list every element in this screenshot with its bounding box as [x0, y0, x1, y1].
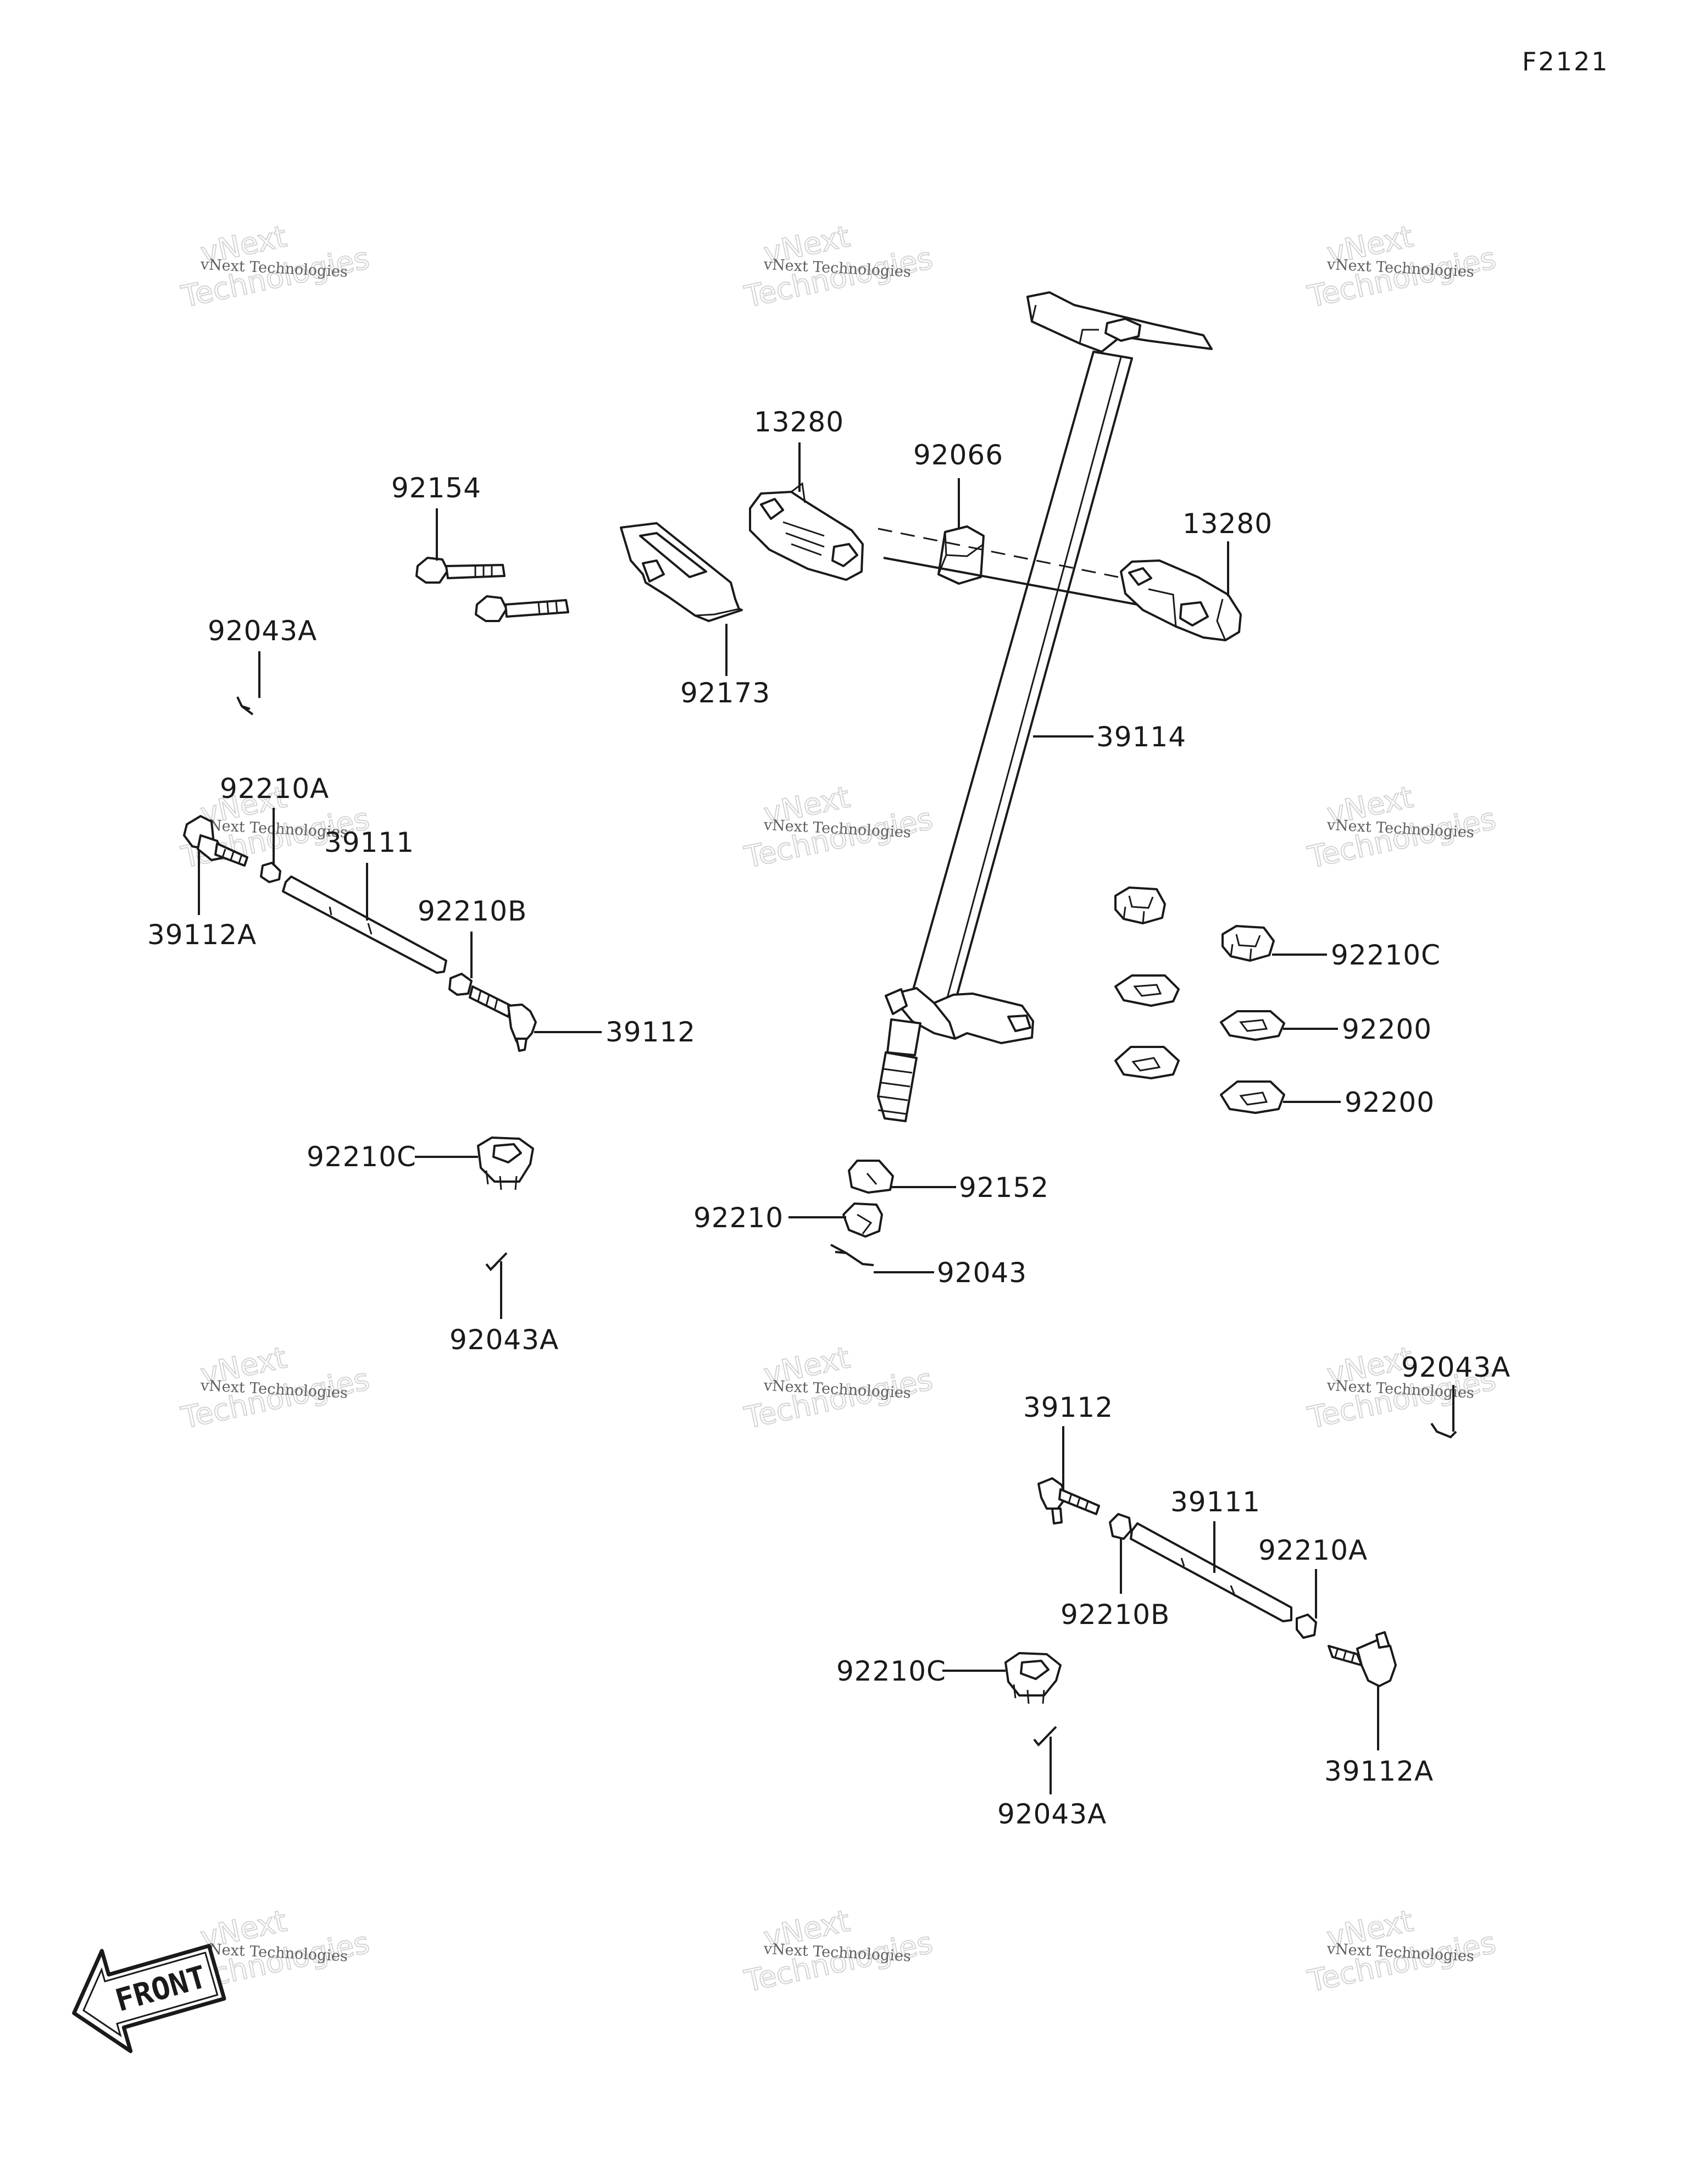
callout-92043a-bottom: 92043A — [997, 1798, 1107, 1830]
tie-rod-end-39112-right[interactable] — [1037, 1477, 1100, 1525]
nut-92210a-right[interactable] — [1296, 1614, 1317, 1639]
cotter-pin-92043a-bottom[interactable] — [1033, 1726, 1057, 1747]
callout-92173: 92173 — [680, 677, 770, 709]
callout-39112a-right: 39112A — [1324, 1755, 1434, 1787]
watermark: Technologies vNext vNext Technologies — [741, 1339, 936, 1435]
castle-nut-92210c-bottom[interactable] — [1004, 1652, 1062, 1704]
tie-rod-end-39112-left[interactable] — [469, 985, 537, 1052]
watermark: Technologies vNext vNext Technologies — [1304, 1903, 1499, 1999]
callout-92210c-left: 92210C — [307, 1141, 417, 1173]
callout-labels: 13280 92066 13280 92154 92043A 92173 391… — [147, 406, 1511, 1830]
callout-92210a-left: 92210A — [220, 773, 329, 805]
callout-92210c-right: 92210C — [1331, 939, 1441, 971]
nut-92210a-left[interactable] — [260, 862, 281, 883]
front-direction-arrow: FRONT — [72, 1944, 226, 2053]
alignment-line — [878, 528, 1119, 578]
callout-39112a-left: 39112A — [147, 919, 257, 951]
tie-rod-39111-right[interactable] — [1130, 1522, 1292, 1622]
bolt-92154-lower[interactable] — [475, 595, 569, 622]
watermark: Technologies vNext vNext Technologies — [741, 779, 936, 875]
castle-nut-92210c-left[interactable] — [477, 1137, 534, 1190]
leader-lines — [198, 442, 1454, 1794]
washer-92200-left-upper[interactable] — [1114, 974, 1180, 1007]
cotter-pin-92043[interactable] — [830, 1244, 874, 1266]
holder-13280-right[interactable] — [1120, 559, 1242, 641]
watermark: Technologies vNext vNext Technologies — [177, 1339, 373, 1435]
callout-92200-lower: 92200 — [1345, 1087, 1435, 1118]
castle-nut-92210c-right[interactable] — [1221, 925, 1275, 962]
bolt-92154-upper[interactable] — [415, 557, 506, 584]
callout-39111-right: 39111 — [1170, 1486, 1261, 1518]
watermark: Technologies vNext vNext Technologies — [1304, 779, 1499, 875]
tie-rod-39111-left[interactable] — [282, 875, 447, 974]
callout-13280-left: 13280 — [754, 406, 844, 438]
washer-92200-lower[interactable] — [1220, 1080, 1285, 1114]
callout-39111-left: 39111 — [324, 827, 414, 858]
callout-39112-left: 39112 — [606, 1016, 696, 1048]
nut-92210b-left[interactable] — [448, 973, 473, 996]
guide-92173[interactable] — [620, 522, 743, 622]
nut-92210[interactable] — [842, 1202, 883, 1238]
callout-92210: 92210 — [693, 1202, 784, 1234]
callout-39114: 39114 — [1096, 721, 1186, 753]
watermark: Technologies vNext vNext Technologies — [741, 1903, 936, 1999]
callout-92210b-right: 92210B — [1060, 1599, 1170, 1631]
figure-id: F2121 — [1522, 47, 1609, 76]
washer-92200-left-lower[interactable] — [1114, 1046, 1180, 1079]
cotter-pin-92043a-mid[interactable] — [485, 1252, 508, 1271]
castle-nut-92210c-upper-left[interactable] — [1114, 886, 1166, 924]
watermark: Technologies vNext vNext Technologies — [177, 218, 373, 314]
callout-92066: 92066 — [913, 439, 1003, 471]
watermark: Technologies vNext vNext Technologies — [741, 218, 936, 314]
callout-92043: 92043 — [937, 1257, 1027, 1289]
cotter-pin-92043a-right[interactable] — [1430, 1422, 1457, 1439]
washer-92152[interactable] — [848, 1160, 894, 1194]
callout-92152: 92152 — [959, 1172, 1049, 1204]
callout-92043a-top: 92043A — [208, 615, 317, 647]
alignment-line — [883, 557, 1138, 606]
callout-92210b-left: 92210B — [418, 895, 527, 927]
callout-39112-right: 39112 — [1023, 1392, 1113, 1423]
callout-92210a-right: 92210A — [1258, 1534, 1368, 1566]
callout-92043a-mid: 92043A — [449, 1324, 559, 1356]
callout-92043a-right: 92043A — [1401, 1351, 1511, 1383]
callout-92200-upper: 92200 — [1342, 1013, 1432, 1045]
callout-13280-right: 13280 — [1182, 508, 1273, 540]
cotter-pin-92043a-top[interactable] — [236, 696, 254, 716]
callout-92210c-bottom: 92210C — [836, 1655, 946, 1687]
tie-rod-end-39112a-right[interactable] — [1328, 1631, 1397, 1687]
steering-shaft-39114[interactable] — [877, 291, 1213, 1122]
washer-92200-upper[interactable] — [1220, 1010, 1285, 1041]
tie-rod-end-39112a-left[interactable] — [183, 815, 248, 867]
watermark: Technologies vNext vNext Technologies — [1304, 218, 1499, 314]
nut-92210b-right[interactable] — [1109, 1513, 1132, 1540]
watermarks: Technologies vNext vNext Technologies Te… — [177, 218, 1499, 1999]
callout-92154: 92154 — [391, 472, 481, 504]
holder-13280-left[interactable] — [749, 482, 864, 581]
